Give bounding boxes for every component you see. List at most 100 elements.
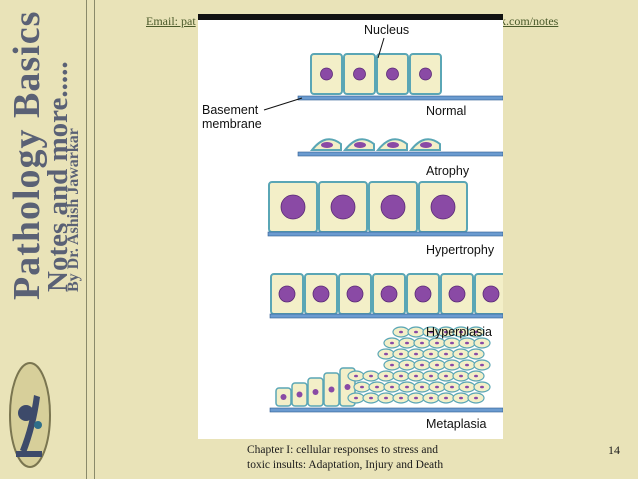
metaplasia-squamous-nucleus: [405, 363, 409, 367]
metaplasia-squamous-nucleus: [399, 352, 403, 356]
hyperplasia-nucleus: [346, 285, 364, 303]
label-metaplasia: Metaplasia: [426, 417, 486, 431]
label-nucleus: Nucleus: [364, 23, 409, 37]
metaplasia-squamous-nucleus: [465, 341, 469, 345]
header-email[interactable]: Email: pat: [146, 14, 196, 28]
metaplasia-squamous-nucleus: [444, 330, 448, 334]
basement-membrane: [297, 95, 503, 101]
metaplasia-squamous-nucleus: [474, 396, 478, 400]
basement-membrane: [297, 151, 503, 157]
metaplasia-squamous-nucleus: [450, 385, 454, 389]
basement-membrane: [267, 231, 503, 237]
metaplasia-squamous-nucleus: [420, 363, 424, 367]
metaplasia-squamous-nucleus: [444, 352, 448, 356]
normal-nucleus: [386, 67, 399, 81]
metaplasia-squamous-nucleus: [369, 374, 373, 378]
metaplasia-squamous-nucleus: [414, 396, 418, 400]
metaplasia-squamous-nucleus: [450, 363, 454, 367]
normal-nucleus: [353, 67, 366, 81]
microscope-logo-icon: [9, 362, 51, 468]
metaplasia-squamous-nucleus: [414, 352, 418, 356]
basement-membrane: [269, 313, 503, 319]
metaplasia-squamous-nucleus: [405, 341, 409, 345]
metaplasia-squamous-nucleus: [369, 396, 373, 400]
metaplasia-squamous-nucleus: [474, 330, 478, 334]
metaplasia-squamous-nucleus: [435, 363, 439, 367]
normal-nucleus: [419, 67, 432, 81]
label-basement: Basement: [202, 103, 259, 117]
metaplasia-squamous-nucleus: [390, 385, 394, 389]
hypertrophy-nucleus: [430, 194, 456, 220]
metaplasia-squamous-nucleus: [429, 330, 433, 334]
metaplasia-squamous-nucleus: [384, 396, 388, 400]
metaplasia-nucleus: [296, 391, 303, 398]
metaplasia-squamous-nucleus: [399, 330, 403, 334]
metaplasia-squamous-nucleus: [399, 374, 403, 378]
metaplasia-squamous-nucleus: [480, 363, 484, 367]
sidebar-divider-inner: [94, 0, 95, 479]
metaplasia-nucleus: [328, 386, 335, 393]
atrophy-nucleus: [354, 142, 366, 148]
metaplasia-nucleus: [312, 389, 319, 395]
metaplasia-squamous-nucleus: [474, 352, 478, 356]
metaplasia-squamous-nucleus: [480, 385, 484, 389]
caption-line-2: toxic insults: Adaptation, Injury and De…: [247, 459, 444, 471]
metaplasia-squamous-nucleus: [465, 363, 469, 367]
slide-caption: Chapter I: cellular responses to stress …: [247, 443, 477, 473]
atrophy-nucleus: [387, 142, 399, 148]
metaplasia-squamous-nucleus: [354, 374, 358, 378]
label-hypertrophy: Hypertrophy: [426, 243, 495, 257]
atrophy-nucleus: [321, 142, 333, 148]
label-normal: Normal: [426, 104, 466, 118]
metaplasia-squamous-nucleus: [390, 363, 394, 367]
metaplasia-squamous-nucleus: [444, 396, 448, 400]
hypertrophy-nucleus: [380, 194, 406, 220]
metaplasia-squamous-nucleus: [360, 385, 364, 389]
caption-line-1: Chapter I: cellular responses to stress …: [247, 444, 438, 456]
figure-top-bar: [198, 14, 503, 20]
sidebar-author: By Dr. Ashish Jawarkar: [65, 128, 82, 292]
metaplasia-squamous-nucleus: [474, 374, 478, 378]
hyperplasia-nucleus: [414, 285, 432, 303]
hyperplasia-nucleus: [278, 285, 296, 303]
hypertrophy-nucleus: [330, 194, 356, 220]
metaplasia-squamous-nucleus: [414, 330, 418, 334]
metaplasia-squamous-nucleus: [459, 330, 463, 334]
hypertrophy-nucleus: [280, 194, 306, 220]
metaplasia-squamous-nucleus: [465, 385, 469, 389]
metaplasia-squamous-nucleus: [405, 385, 409, 389]
label-hyperplasia: Hyperplasia: [426, 325, 492, 339]
metaplasia-squamous-nucleus: [390, 341, 394, 345]
metaplasia-nucleus: [344, 384, 351, 390]
metaplasia-squamous-nucleus: [420, 385, 424, 389]
metaplasia-squamous-nucleus: [414, 374, 418, 378]
metaplasia-squamous-nucleus: [384, 374, 388, 378]
metaplasia-squamous-nucleus: [459, 396, 463, 400]
atrophy-nucleus: [420, 142, 432, 148]
header-link[interactable]: k.com/notes: [500, 14, 559, 28]
metaplasia-squamous-nucleus: [435, 385, 439, 389]
hyperplasia-nucleus: [312, 285, 330, 303]
metaplasia-squamous-nucleus: [480, 341, 484, 345]
metaplasia-squamous-nucleus: [375, 385, 379, 389]
label-membrane: membrane: [202, 117, 262, 131]
metaplasia-squamous-nucleus: [429, 374, 433, 378]
metaplasia-squamous-nucleus: [459, 352, 463, 356]
sidebar-divider: [86, 0, 87, 479]
nucleus-pointer: [377, 37, 385, 59]
metaplasia-squamous-nucleus: [435, 341, 439, 345]
metaplasia-squamous-nucleus: [450, 341, 454, 345]
metaplasia-nucleus: [280, 394, 287, 400]
hyperplasia-nucleus: [482, 285, 500, 303]
hyperplasia-nucleus: [448, 285, 466, 303]
basement-membrane: [269, 407, 503, 413]
metaplasia-squamous-nucleus: [354, 396, 358, 400]
cell-adaptation-figure: Nucleus Basement membrane Normal Atrophy…: [198, 14, 503, 439]
metaplasia-squamous-nucleus: [429, 352, 433, 356]
sidebar: Pathology Basics Notes and more..... By …: [0, 0, 86, 479]
metaplasia-squamous-nucleus: [384, 352, 388, 356]
label-atrophy: Atrophy: [426, 164, 470, 178]
basement-pointer: [263, 97, 303, 111]
metaplasia-squamous-nucleus: [399, 396, 403, 400]
metaplasia-squamous-nucleus: [444, 374, 448, 378]
